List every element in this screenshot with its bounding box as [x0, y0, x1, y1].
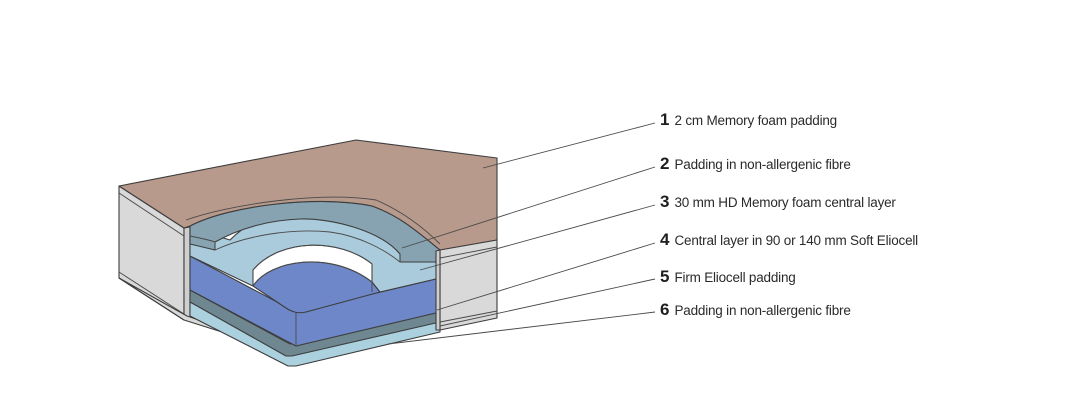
layer-description: Firm Eliocell padding [674, 270, 796, 285]
layer-description: Padding in non-allergenic fibre [674, 157, 851, 172]
layer-label-1: 1 2 cm Memory foam padding [660, 110, 837, 130]
layer-label-2: 2 Padding in non-allergenic fibre [660, 154, 851, 174]
layer-label-4: 4 Central layer in 90 or 140 mm Soft Eli… [660, 230, 918, 250]
layer-label-5: 5 Firm Eliocell padding [660, 267, 796, 287]
leader-line-5 [439, 278, 656, 327]
right-side-panel [435, 239, 498, 331]
layer-description: Central layer in 90 or 140 mm Soft Elioc… [674, 233, 918, 248]
layer-number: 6 [660, 300, 670, 319]
layer-number: 4 [660, 230, 670, 249]
layer-description: Padding in non-allergenic fibre [674, 303, 851, 318]
leader-line-3 [419, 204, 656, 271]
layer-number: 3 [660, 192, 670, 211]
leader-line-6 [387, 311, 656, 345]
layer-description: 30 mm HD Memory foam central layer [674, 195, 896, 210]
layer-number: 2 [660, 154, 670, 173]
layer-label-6: 6 Padding in non-allergenic fibre [660, 300, 851, 320]
leader-line-1 [482, 122, 656, 169]
left-side-panel [118, 185, 223, 333]
layer-description: 2 cm Memory foam padding [674, 113, 837, 128]
left-side-edge [183, 226, 191, 321]
layer-label-3: 3 30 mm HD Memory foam central layer [660, 192, 896, 212]
layer-number: 5 [660, 267, 670, 286]
layer-number: 1 [660, 110, 670, 129]
layer-1-memory-foam-top [118, 139, 498, 251]
leader-line-2 [401, 166, 656, 249]
leader-line-4 [436, 242, 656, 311]
leader-lines [387, 122, 656, 345]
